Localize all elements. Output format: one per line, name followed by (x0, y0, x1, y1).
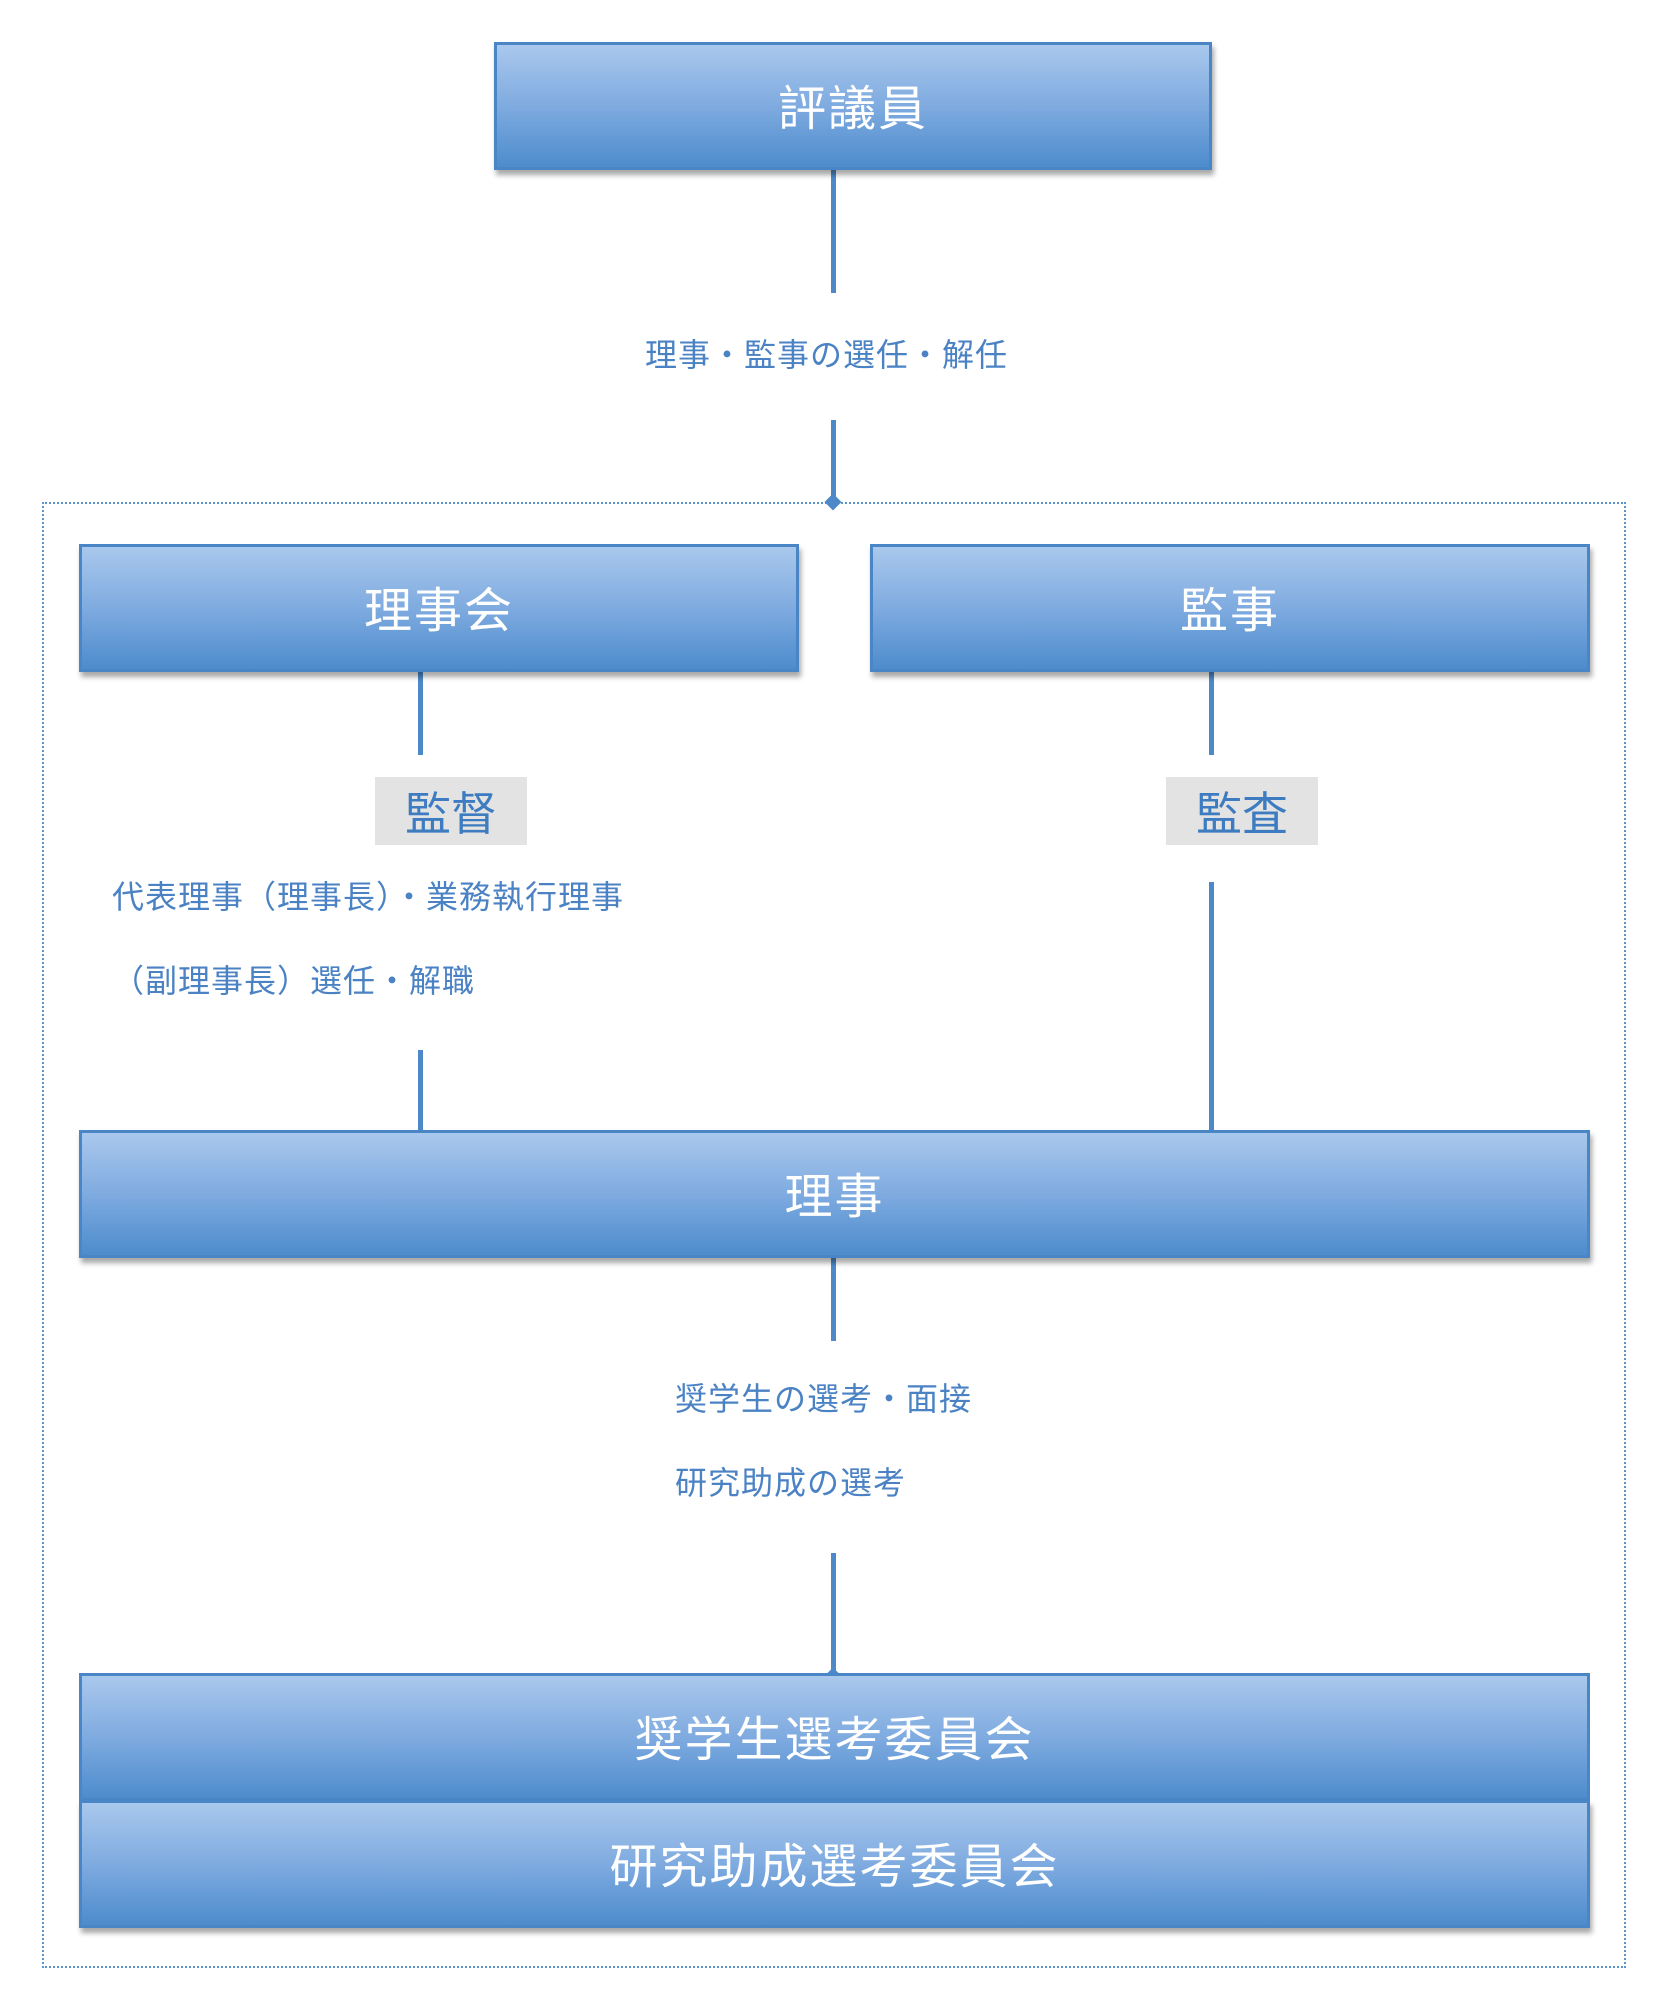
supervision-tag: 監督 (375, 777, 527, 845)
auditor-box: 監事 (870, 544, 1590, 672)
connector-council-bottom (831, 420, 836, 503)
board-role-label-line1: 代表理事（理事長）・業務執行理事 (112, 878, 625, 916)
connector-auditor-top (1209, 672, 1214, 755)
council-box: 評議員 (494, 42, 1212, 170)
connector-directors-bottom (831, 1553, 836, 1676)
board-label: 理事会 (363, 583, 514, 639)
directors-box: 理事 (79, 1130, 1590, 1258)
directors-label: 理事 (784, 1169, 885, 1225)
council-role-label: 理事・監事の選任・解任 (645, 336, 1009, 374)
connector-board-bottom (418, 1050, 423, 1133)
connector-board-top (418, 672, 423, 755)
connector-directors-top (831, 1258, 836, 1341)
research-committee-box: 研究助成選考委員会 (79, 1800, 1590, 1928)
auditor-label: 監事 (1179, 583, 1280, 639)
research-committee-label: 研究助成選考委員会 (609, 1839, 1060, 1895)
scholarship-committee-label: 奨学生選考委員会 (634, 1712, 1035, 1768)
board-role-label-line2: （副理事長）選任・解職 (112, 962, 476, 1000)
council-label: 評議員 (777, 81, 928, 137)
connector-auditor-bottom (1209, 882, 1214, 1133)
directors-role-label-line2: 研究助成の選考 (675, 1464, 907, 1502)
board-box: 理事会 (79, 544, 799, 672)
scholarship-committee-box: 奨学生選考委員会 (79, 1673, 1590, 1801)
audit-tag: 監査 (1166, 777, 1318, 845)
directors-role-label-line1: 奨学生の選考・面接 (675, 1380, 973, 1418)
connector-council-top (831, 170, 836, 293)
